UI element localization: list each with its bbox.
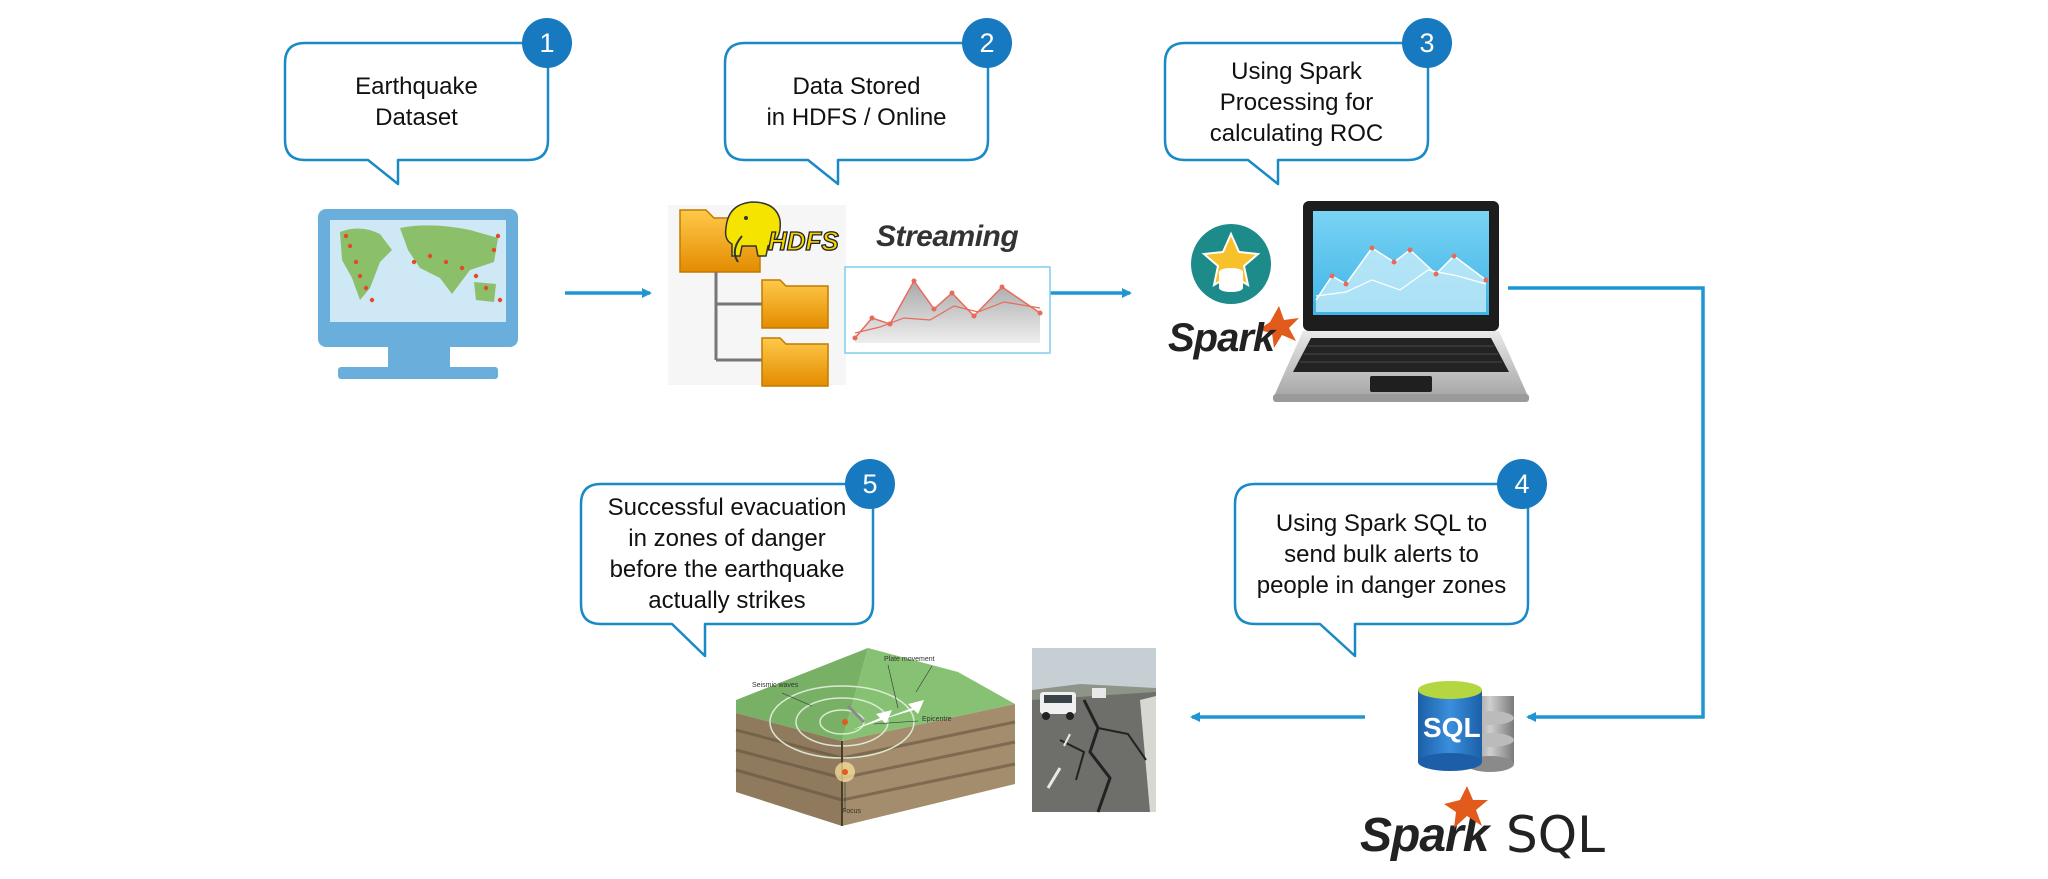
step-badge-2 [962,18,1012,68]
step-number-4: 4 [1514,468,1530,499]
step-text-4: Using Spark SQL to send bulk alerts to p… [1256,509,1507,599]
step-badge-1 [522,18,572,68]
step-text-1: Earthquake Dataset [355,73,478,131]
spark-logo-icon [1191,224,1299,348]
sql-db-label: SQL [1423,712,1481,743]
plate-movement-label: Plate movement [884,656,935,663]
epicentre-label: Epicentre [922,716,952,723]
arrow-3-to-4 [1508,286,1705,722]
streaming-chart-icon [844,266,1051,354]
step-badge-5 [845,459,895,509]
hadoop-elephant-icon [724,201,781,263]
sql-wordmark: SQL [1506,806,1605,864]
step-text-3: Using Spark Processing for calculating R… [1209,57,1384,147]
sql-database-icon [1418,681,1514,772]
step-text-5: Successful evacuation in zones of danger… [607,494,847,614]
seismic-waves-label: Seismic waves [752,682,799,689]
hdfs-label: HDFS [767,225,839,256]
streaming-label: Streaming [876,220,1019,253]
cracked-road-photo [1032,648,1156,813]
spark-wordmark-bottom: Spark [1360,809,1489,862]
focus-label: Focus [842,808,862,815]
step-badge-3 [1402,18,1452,68]
step-number-1: 1 [539,27,555,58]
step-number-2: 2 [979,27,995,58]
step-text-2: Data Stored in HDFS / Online [766,73,947,131]
step-badge-4 [1497,459,1547,509]
laptop-chart-icon [1273,201,1529,402]
step-number-3: 3 [1419,27,1435,58]
spark-wordmark-top: Spark [1168,316,1275,360]
world-map-monitor-icon [318,209,518,379]
earthquake-fault-icon [735,648,1016,826]
step-number-5: 5 [862,468,878,499]
spark-star-bottom-icon [1444,786,1488,828]
